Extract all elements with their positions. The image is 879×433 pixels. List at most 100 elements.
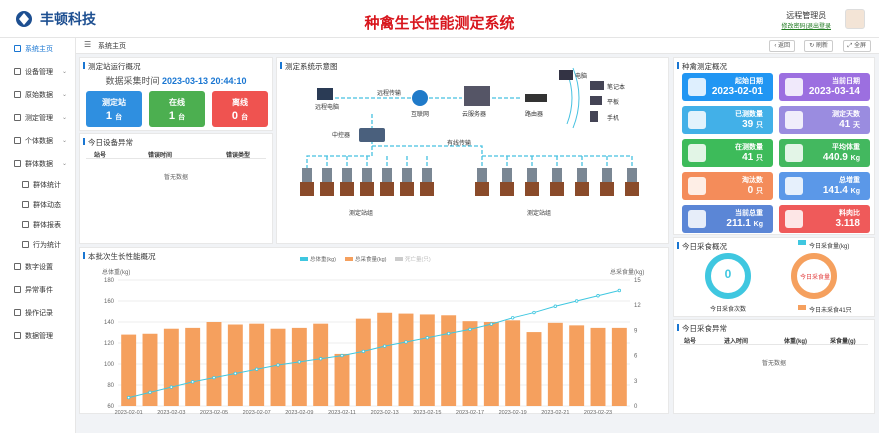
device-error-title: 今日设备异常 bbox=[80, 134, 272, 148]
nav-item-icon bbox=[14, 263, 21, 270]
card-label: 测定站 bbox=[102, 98, 126, 107]
station-unit-icon bbox=[400, 168, 414, 196]
card-value: 3.118 bbox=[835, 218, 860, 229]
y-right-tick: 6 bbox=[634, 354, 638, 360]
card-icon bbox=[785, 210, 803, 228]
station-unit-icon bbox=[575, 168, 589, 196]
bar bbox=[355, 318, 371, 406]
sidebar-item-1[interactable]: 设备管理⌄ bbox=[0, 61, 75, 84]
sidebar-item-8[interactable]: 群体报表 bbox=[0, 216, 75, 236]
bar bbox=[505, 320, 521, 406]
tab-home[interactable]: 系统主页 bbox=[98, 43, 126, 50]
label-remote-pc: 远程电脑 bbox=[315, 105, 340, 111]
sidebar-item-13[interactable]: 数据管理 bbox=[0, 325, 75, 348]
y-left-tick: 60 bbox=[107, 404, 114, 410]
label-controller: 中控器 bbox=[332, 133, 351, 139]
station-unit-icon bbox=[600, 168, 614, 196]
feed-error-header: 站号 进入时间 体重(kg) 采食量(g) bbox=[680, 334, 868, 345]
card-icon bbox=[785, 144, 803, 162]
sidebar-item-label: 群体统计 bbox=[33, 182, 61, 189]
x-tick: 2023-02-05 bbox=[200, 410, 228, 415]
x-tick: 2023-02-07 bbox=[243, 410, 271, 415]
user-links[interactable]: 修改密码|退出登录 bbox=[781, 24, 831, 30]
avatar[interactable] bbox=[845, 9, 865, 29]
refresh-button[interactable]: ↻ 刷新 bbox=[804, 40, 833, 52]
sidebar-item-9[interactable]: 行为统计 bbox=[0, 236, 75, 256]
nav-item-icon bbox=[14, 309, 21, 316]
label-pc: 电脑 bbox=[575, 74, 588, 80]
nav-item-icon bbox=[14, 114, 21, 121]
bar bbox=[142, 333, 158, 406]
sidebar-item-5[interactable]: 群体数据⌄ bbox=[0, 153, 75, 176]
y-left-tick: 140 bbox=[104, 320, 115, 326]
y-left-tick: 160 bbox=[104, 299, 115, 305]
sidebar-item-10[interactable]: 数字设置 bbox=[0, 256, 75, 279]
feed-rings bbox=[705, 240, 837, 310]
label-wired: 有线传输 bbox=[447, 141, 472, 147]
station-unit-icon bbox=[300, 168, 314, 196]
weight-point bbox=[382, 344, 387, 348]
station-unit-icon bbox=[550, 168, 564, 196]
weight-point bbox=[190, 380, 195, 384]
bar bbox=[291, 327, 307, 406]
sidebar-item-label: 系统主页 bbox=[25, 46, 53, 53]
sidebar-item-7[interactable]: 群体动态 bbox=[0, 196, 75, 216]
cloud-server-icon bbox=[464, 86, 490, 106]
card-label: 淘汰数 bbox=[742, 177, 763, 184]
sidebar-item-label: 异常事件 bbox=[25, 287, 53, 294]
sidebar: 系统主页设备管理⌄原始数据⌄测定管理⌄个体数据⌄群体数据⌄ 群体统计群体动态群体报… bbox=[0, 38, 76, 433]
phone-icon bbox=[590, 111, 598, 122]
diagram-title: 测定系统示意图 bbox=[277, 58, 668, 72]
card-icon bbox=[688, 210, 706, 228]
empty-text: 暂无数据 bbox=[163, 175, 188, 181]
fullscreen-button[interactable]: ⤢ 全屏 bbox=[842, 40, 871, 52]
sidebar-item-11[interactable]: 异常事件 bbox=[0, 279, 75, 302]
nav-item-icon bbox=[14, 286, 21, 293]
bar bbox=[227, 324, 243, 406]
tab-menu-icon[interactable]: ☰ bbox=[84, 40, 92, 49]
station-unit-icon bbox=[340, 168, 354, 196]
legend-swatch bbox=[345, 257, 353, 261]
label-tablet: 平板 bbox=[607, 100, 620, 106]
card-value: 141.4 Kg bbox=[822, 185, 860, 196]
sidebar-item-3[interactable]: 测定管理⌄ bbox=[0, 107, 75, 130]
sidebar-item-label: 群体动态 bbox=[33, 202, 61, 209]
internet-icon bbox=[412, 90, 428, 106]
card-value: 2023-03-14 bbox=[808, 86, 860, 97]
bar bbox=[483, 322, 499, 406]
sidebar-item-0[interactable]: 系统主页 bbox=[0, 38, 75, 61]
sidebar-item-12[interactable]: 操作记录 bbox=[0, 302, 75, 325]
back-button[interactable]: ‹ 返回 bbox=[769, 40, 795, 52]
empty-text: 暂无数据 bbox=[761, 361, 786, 367]
station-unit-icon bbox=[320, 168, 334, 196]
card-label: 当前总重 bbox=[735, 210, 763, 217]
controller-icon bbox=[359, 128, 385, 142]
sidebar-item-6[interactable]: 群体统计 bbox=[0, 176, 75, 196]
x-tick: 2023-02-11 bbox=[328, 410, 356, 415]
card-icon bbox=[785, 177, 803, 195]
laptop-icon bbox=[590, 81, 604, 90]
card-icon bbox=[785, 78, 803, 96]
nav-item-icon bbox=[14, 45, 21, 52]
card-value: 1 台 bbox=[168, 110, 186, 122]
sidebar-item-4[interactable]: 个体数据⌄ bbox=[0, 130, 75, 153]
brand-logo-icon bbox=[16, 11, 32, 27]
col-error-type: 错误类型 bbox=[226, 153, 251, 159]
y-right-tick: 3 bbox=[634, 379, 638, 385]
sidebar-item-2[interactable]: 原始数据⌄ bbox=[0, 84, 75, 107]
x-tick: 2023-02-23 bbox=[584, 410, 612, 415]
col-enter-time: 进入时间 bbox=[724, 339, 749, 345]
card-label: 在测数量 bbox=[735, 144, 763, 151]
legend-swatch bbox=[395, 257, 403, 261]
station-unit-icon bbox=[625, 168, 639, 196]
bar bbox=[377, 312, 393, 406]
x-tick: 2023-02-01 bbox=[115, 410, 143, 415]
col-feed: 采食量(g) bbox=[830, 339, 856, 345]
card-label: 平均体重 bbox=[832, 144, 860, 151]
